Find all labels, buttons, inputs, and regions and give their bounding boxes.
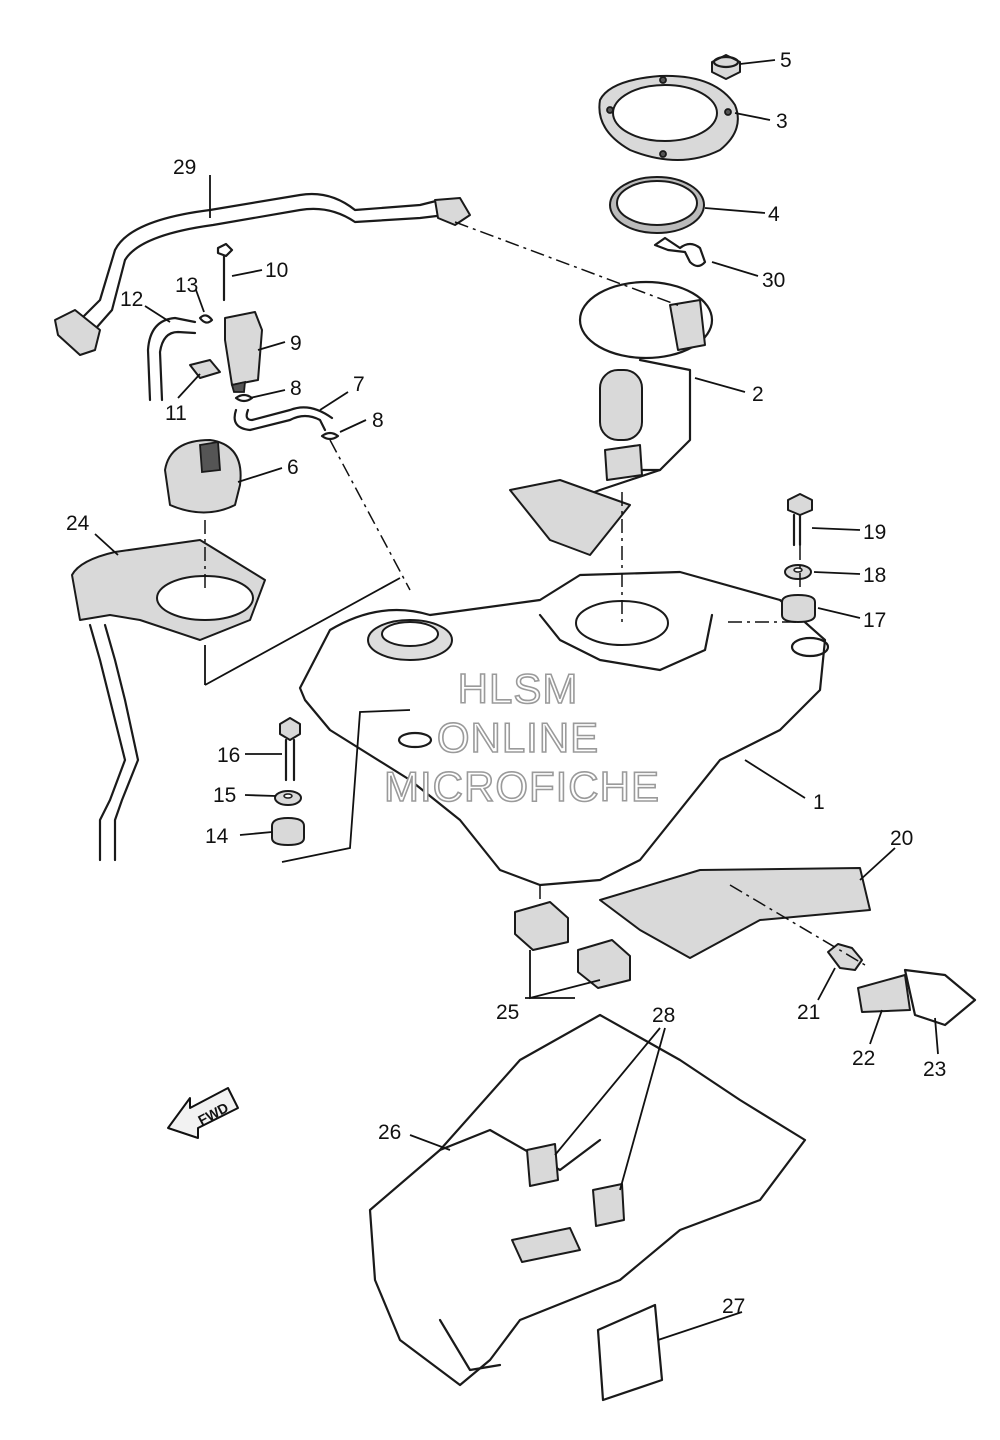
callout-12: 12 <box>120 288 143 311</box>
leader-lines <box>94 59 939 1341</box>
callout-14: 14 <box>205 825 229 848</box>
watermark: HLSM ONLINE MICROFICHE <box>383 664 660 811</box>
watermark-line-1: HLSM <box>458 665 579 712</box>
part-under-cover <box>368 1013 807 1387</box>
callout-6: 6 <box>287 456 299 479</box>
callout-23: 23 <box>923 1058 946 1081</box>
part-tank-mount-left <box>271 717 305 846</box>
callout-11: 11 <box>165 402 187 425</box>
callout-3: 3 <box>776 110 788 133</box>
part-breather-hose <box>54 192 471 356</box>
part-pump-retaining-plate <box>598 74 739 161</box>
callout-27: 27 <box>722 1295 745 1318</box>
watermark-line-2: ONLINE <box>437 714 599 761</box>
part-hose-clip <box>653 236 707 268</box>
callout-5: 5 <box>780 49 792 72</box>
part-filler-tray <box>71 539 266 862</box>
callout-1: 1 <box>813 791 825 814</box>
callout-17: 17 <box>863 609 886 632</box>
part-cover-pieces <box>857 968 977 1027</box>
callout-10: 10 <box>265 259 288 282</box>
callout-26: 26 <box>378 1121 401 1144</box>
callout-30: 30 <box>762 269 785 292</box>
callout-24: 24 <box>66 512 90 535</box>
part-fuel-pump-assembly <box>509 280 714 556</box>
part-caution-label <box>596 1303 664 1402</box>
part-seal-ring <box>609 176 705 234</box>
callout-19: 19 <box>863 521 886 544</box>
callout-4: 4 <box>768 203 780 226</box>
callout-8b: 8 <box>372 409 384 432</box>
direction-badge: FWD <box>167 1087 239 1139</box>
part-fuel-tank <box>298 570 830 887</box>
callout-13: 13 <box>175 274 198 297</box>
part-protector-bolt <box>827 943 863 971</box>
callout-8a: 8 <box>290 377 302 400</box>
part-tank-mount-right <box>781 493 816 623</box>
callout-2: 2 <box>752 383 764 406</box>
part-dampers <box>514 901 631 989</box>
part-fuel-cap <box>164 439 242 514</box>
callout-28: 28 <box>652 1004 675 1027</box>
part-cap-nut <box>711 54 741 80</box>
callout-21: 21 <box>797 1001 820 1024</box>
callout-25: 25 <box>496 1001 519 1024</box>
watermark-line-3: MICROFICHE <box>384 763 660 810</box>
part-breather-hose-short <box>233 393 340 441</box>
callout-16: 16 <box>217 744 240 767</box>
alignment-lines <box>204 221 866 966</box>
callout-labels: 1 2 3 4 5 6 7 8 8 9 10 11 12 13 14 15 16… <box>66 49 946 1318</box>
callout-29: 29 <box>173 156 196 179</box>
callout-9: 9 <box>290 332 302 355</box>
callout-7: 7 <box>353 373 365 396</box>
callout-15: 15 <box>213 784 236 807</box>
part-heat-protector <box>599 867 871 959</box>
callout-18: 18 <box>863 564 886 587</box>
callout-20: 20 <box>890 827 913 850</box>
part-solenoid-valve-group <box>146 242 263 402</box>
callout-22: 22 <box>852 1047 875 1070</box>
